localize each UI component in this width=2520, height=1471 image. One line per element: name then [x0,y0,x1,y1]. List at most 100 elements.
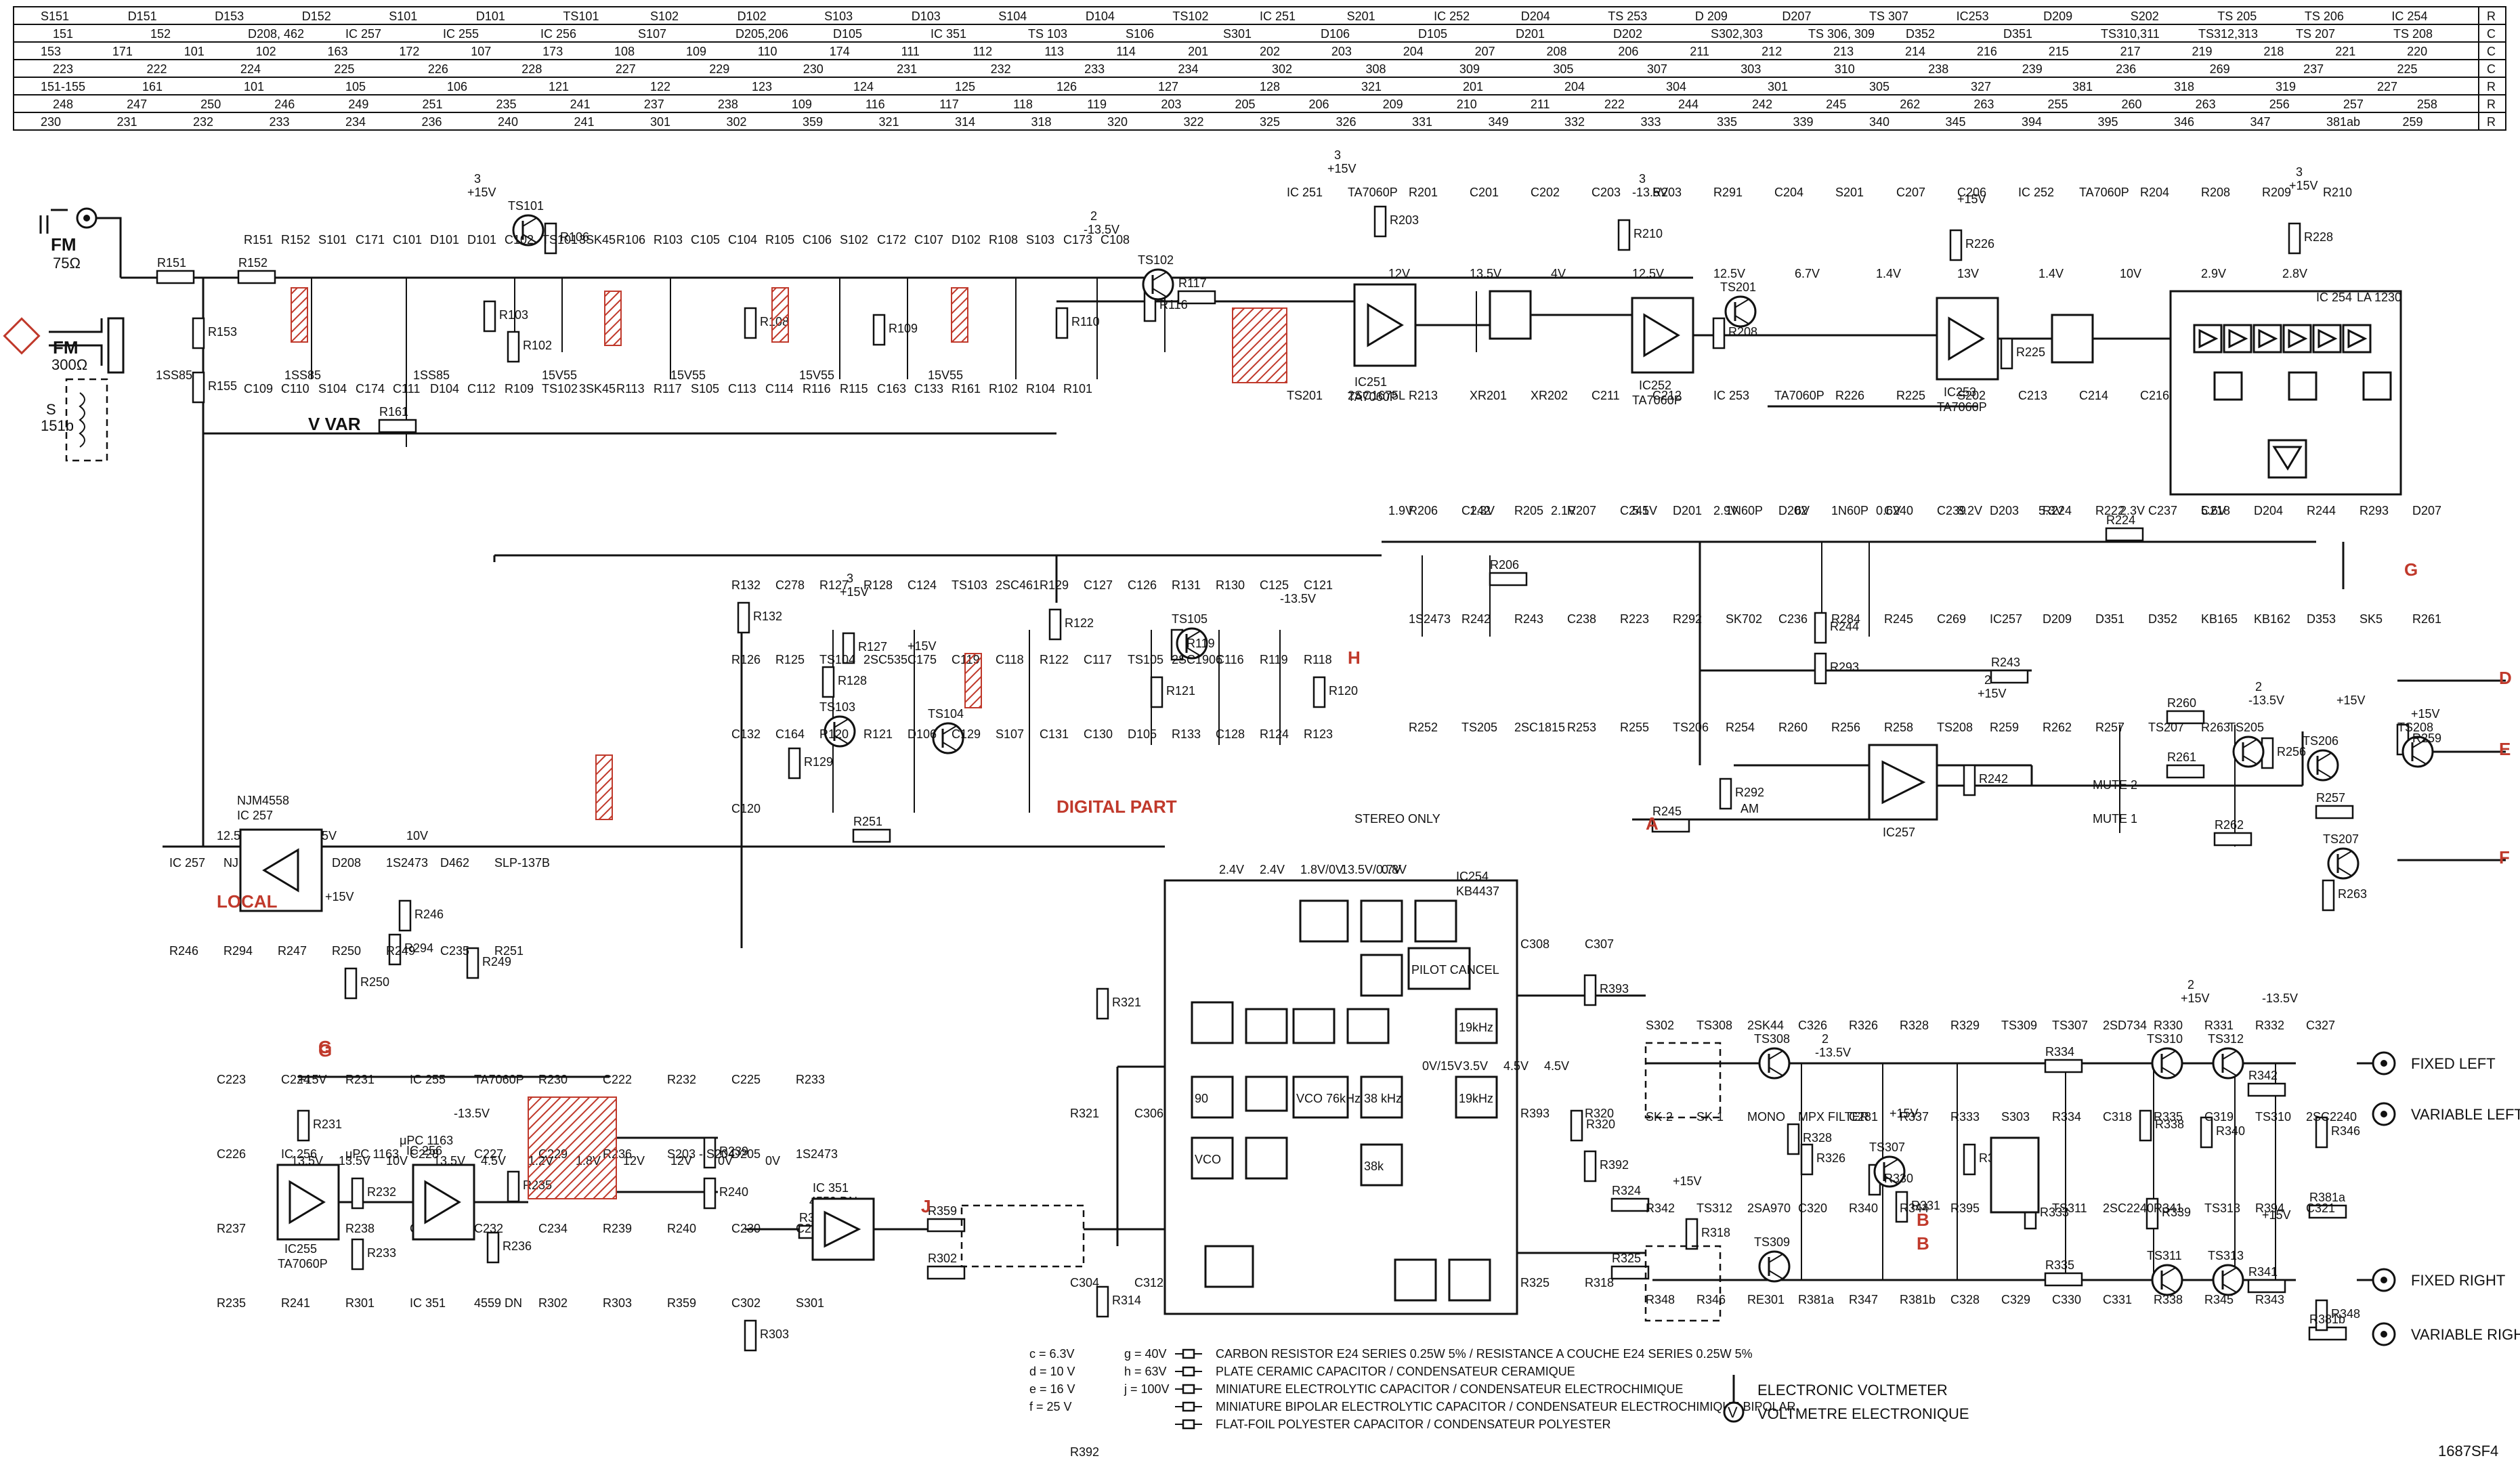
if-ref: XR201 [1470,389,1507,402]
resistor [1055,307,1069,339]
afc-ref: C236 [1778,612,1808,626]
if-voltage: 4V [1551,267,1566,280]
lower-tuner-ref: 2SC461 [996,578,1040,592]
header-row-letter: R [2487,98,2496,111]
header-cell: 234 [345,115,366,129]
resistor [2145,1197,2159,1230]
header-cell: 238 [718,98,738,111]
resistor [2044,1059,2083,1073]
ic257-ref: R294 [223,944,253,958]
tuner-ref: R116 [803,382,831,396]
if-ref: R209 [2262,186,2291,199]
decoder-ref: R318 [1585,1276,1614,1289]
audio-ref: C328 [1950,1293,1980,1306]
lower-tuner-ref: 2SC535 [863,653,907,666]
lower-left-voltage: 13.5V [339,1154,370,1168]
header-cell: 229 [709,62,729,76]
resistor [1583,1150,1597,1182]
supply-label: -13.5V [2262,992,2298,1005]
header-cell: 257 [2343,98,2364,111]
header-cell: 249 [348,98,368,111]
transistor-emitter [1768,1067,1783,1076]
if-ref: S201 [1835,186,1864,199]
afc-ref: R243 [1514,612,1543,626]
point-b: B [1917,1233,1929,1254]
tuner-ref: S103 [1026,233,1054,247]
header-cell: TS102 [1172,9,1208,23]
transistor-emitter [1768,1270,1783,1279]
transistor-emitter [2242,755,2257,765]
lower-left-ref: R303 [603,1296,632,1310]
resistor-label: R260 [2167,696,2196,710]
header-cell: 126 [1056,80,1077,93]
tuner-ref: C101 [393,233,422,247]
decoder-voltage: 4.5V [1544,1059,1569,1073]
resistor-label: R210 [1633,227,1663,240]
transistor-label: TS201 [1720,280,1756,294]
decoder-block [1299,899,1349,943]
if-ref: R210 [2323,186,2352,199]
if-ref: R201 [1409,186,1438,199]
resistor-label: R110 [1071,315,1100,328]
resistor-label: R208 [1728,325,1757,339]
output-jack-pin [2380,1111,2387,1117]
lower-tuner-ref: R129 [1040,578,1069,592]
supply-label: +15V [1978,687,2007,700]
afc-ref: R242 [1461,612,1491,626]
resistor-label: R102 [523,339,552,352]
header-cell: 320 [1107,115,1128,129]
resistor [1048,608,1062,641]
resistor-label: R330 [1884,1172,1913,1185]
supply-number: 2 [1090,209,1097,223]
transistor-collector [1152,272,1167,281]
afc-ref: R206 [1409,504,1438,517]
resistor [483,300,496,333]
supply-number: 3 [2296,165,2303,179]
if-ref: R213 [1409,389,1438,402]
ic251-box [1353,283,1417,367]
lower-left-ics [276,1164,1085,1268]
afc-ref: C218 [2201,504,2230,517]
resistor [2000,337,2013,370]
lower-tuner-ref: R132 [731,578,761,592]
resistor-label: R259 [2412,731,2441,745]
header-cell: 211 [1690,45,1709,58]
transistor-label: TS104 [928,707,964,721]
resistor [1096,987,1109,1020]
resistor [156,270,195,284]
lower-tuner-ref: R123 [1304,727,1333,741]
fm300-label: FM [53,337,79,358]
if-voltage: 1.4V [2038,267,2064,280]
header-cell: S106 [1126,27,1154,41]
audio-ref: R329 [1950,1019,1980,1032]
decoder-voltage: 2.4V [1219,863,1244,876]
decoder-block [1360,899,1403,943]
port-label: E [2499,739,2511,759]
supply-number: 2 [2255,680,2262,694]
la1230-detector [2362,371,2392,401]
header-cell: 333 [1641,115,1661,129]
la1230-amp [2288,328,2308,349]
balun-label: S [46,401,56,418]
ic-label: μPC 1163 [400,1134,453,1147]
decoder-ref: R393 [1520,1107,1550,1120]
audio-ref: TS311 [2052,1201,2087,1215]
ic255-box [276,1164,340,1241]
resistor [1177,290,1216,305]
tuner-ref: R151 [244,233,273,247]
supply-label: +15V [1327,162,1357,175]
if-ref: R203 [1652,186,1682,199]
header-row-letter: R [2487,80,2496,93]
la1230-amp [2198,328,2219,349]
resistor [1963,764,1976,796]
resistor [388,933,402,966]
resistor-label: R318 [1701,1226,1730,1239]
legend-symbol-body [1182,1384,1195,1394]
header-cell: IC 255 [443,27,479,41]
ic257-ref: D208 [332,856,361,870]
transistor-collector [2222,1267,2237,1277]
header-cell: IC 251 [1260,9,1296,23]
lower-left-voltage: 0V [718,1154,733,1168]
header-cell: 210 [1457,98,1477,111]
